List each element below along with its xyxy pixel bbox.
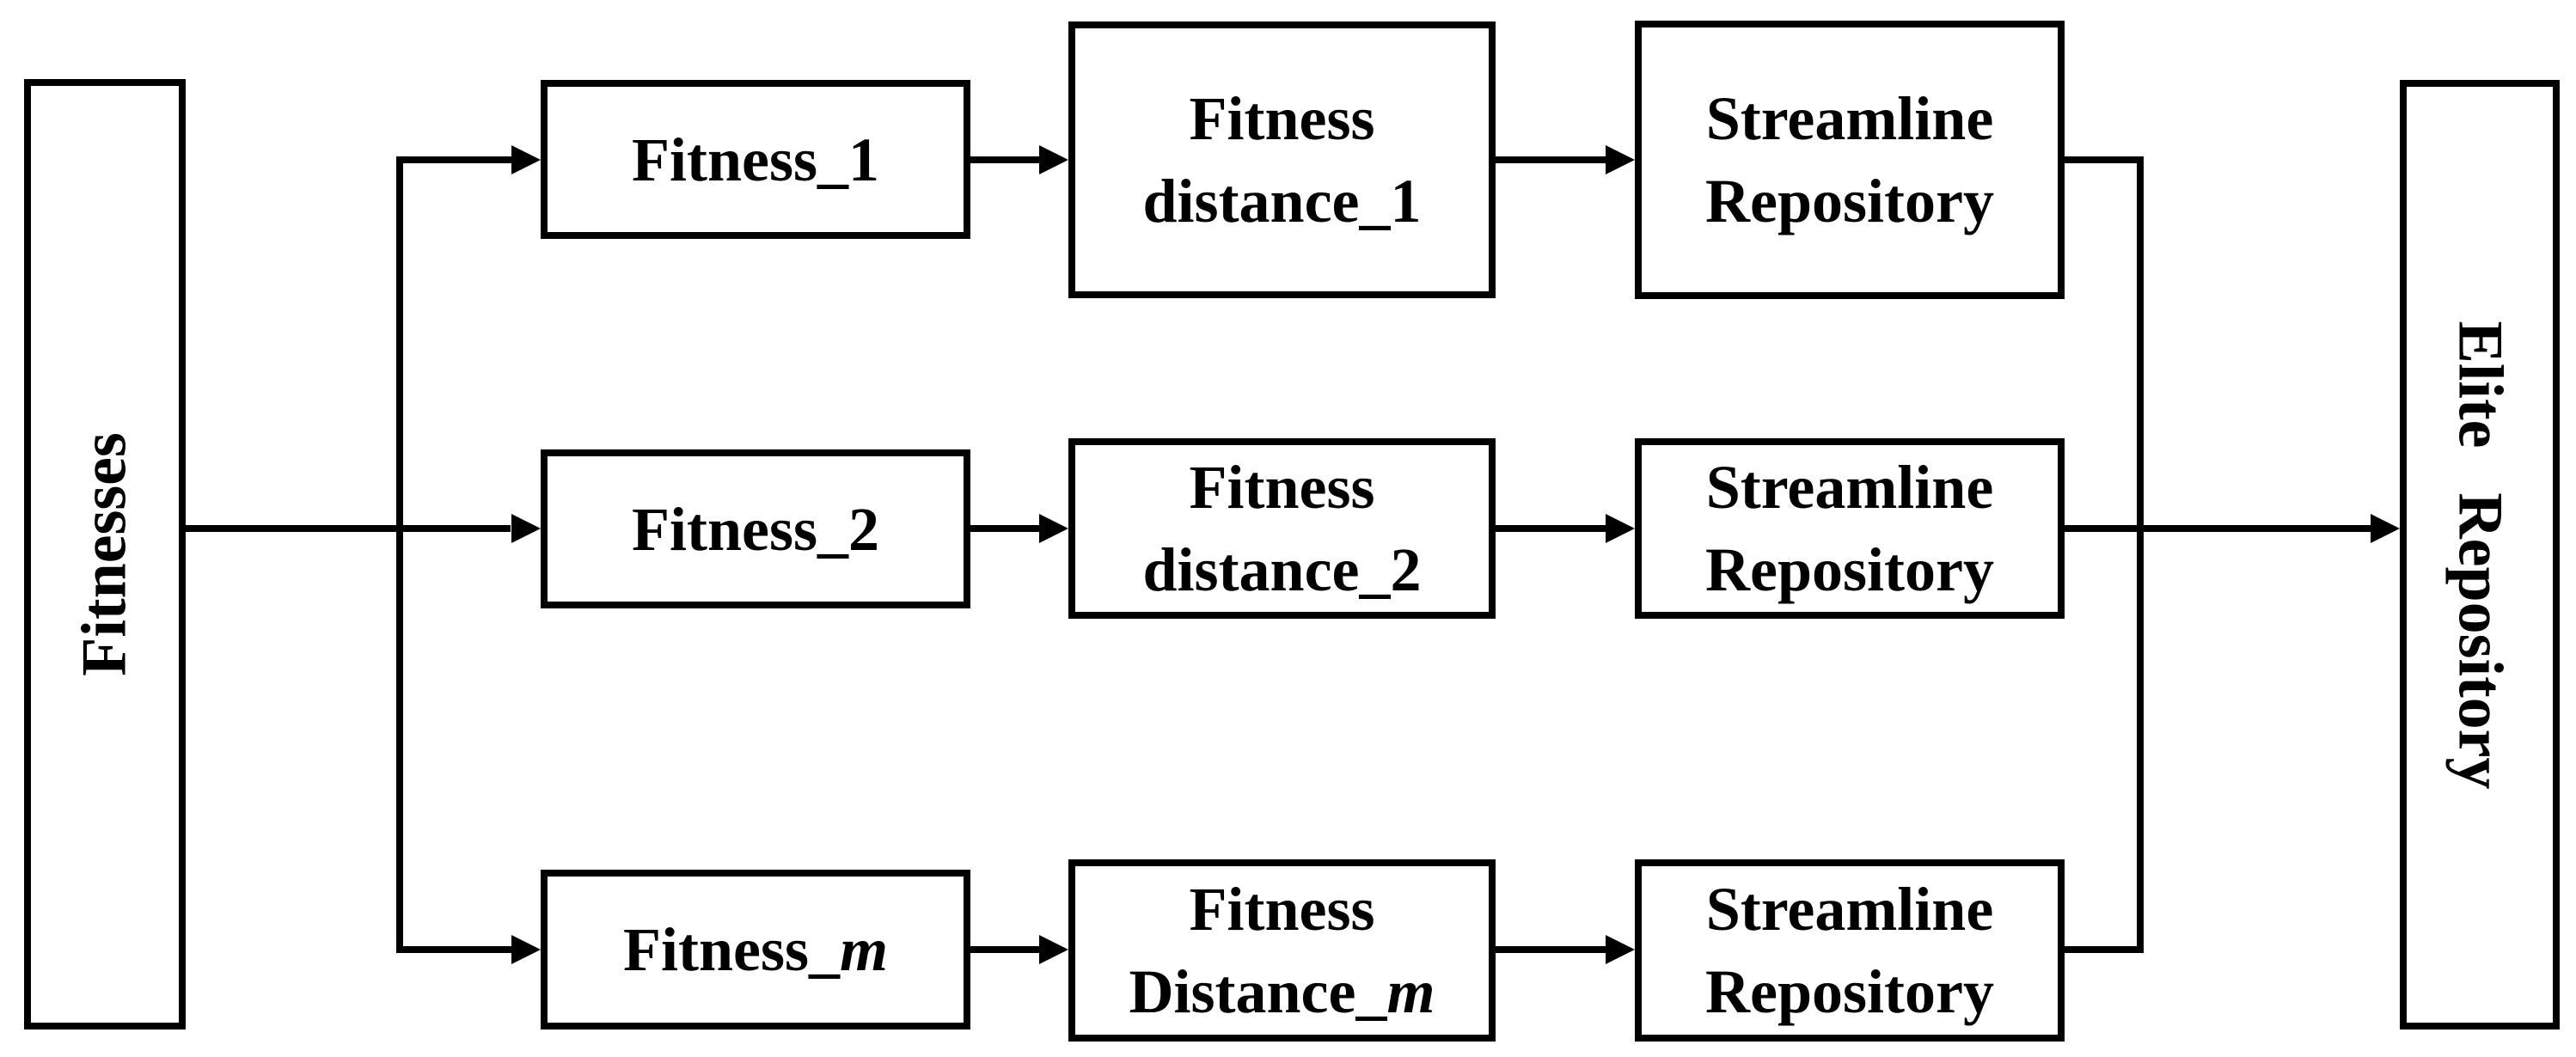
- distance-label-prefix: Distance_: [1129, 957, 1387, 1026]
- arrowhead-into-fitness-row3-icon: [511, 935, 541, 964]
- fitness-box-row1: Fitness_1: [541, 80, 970, 239]
- arrowhead-into-elite-repository-icon: [2371, 514, 2400, 543]
- connector-fitness-to-distance-row1: [970, 156, 1041, 163]
- distance-label-suffix: m: [1386, 957, 1435, 1026]
- distance-label-line2-row3: Distance_m: [1129, 950, 1435, 1033]
- arrowhead-into-distance-row1-icon: [1039, 145, 1068, 174]
- repository-label-line1-row1: Streamline: [1705, 84, 1994, 153]
- repository-label-line2-row2: Repository: [1705, 535, 1994, 604]
- connector-distance-to-repository-row3: [1496, 946, 1607, 953]
- fitness-label-row2: Fitness_2: [632, 488, 879, 571]
- fitness-distance-box-row1: Fitness distance_1: [1068, 21, 1496, 298]
- fitness-label-suffix: 1: [848, 125, 879, 194]
- connector-branch-row3: [396, 946, 513, 953]
- fitnesses-label: Fitnesses: [69, 432, 140, 676]
- connector-branch-row1: [396, 156, 513, 163]
- fitness-box-row3: Fitness_m: [541, 870, 970, 1030]
- connector-branch-vertical: [396, 156, 403, 953]
- fitness-label-row3: Fitness_m: [623, 908, 888, 991]
- fitness-box-row2: Fitness_2: [541, 449, 970, 608]
- distance-label-suffix: 2: [1390, 535, 1422, 604]
- fitness-label-suffix: 2: [848, 494, 879, 564]
- elite-repository-box: Elite Repository: [2400, 80, 2560, 1030]
- distance-label-prefix: distance_: [1142, 167, 1391, 235]
- distance-label-prefix: distance_: [1142, 535, 1391, 604]
- connector-source-trunk: [186, 525, 511, 532]
- streamline-repository-box-row3: Streamline Repository: [1635, 859, 2065, 1042]
- repository-label-line1-row3: Streamline: [1705, 875, 1994, 944]
- arrowhead-into-distance-row2-icon: [1039, 514, 1068, 543]
- connector-merge-bus-vertical: [2137, 156, 2144, 953]
- connector-distance-to-repository-row2: [1496, 525, 1607, 532]
- connector-fitness-to-distance-row2: [970, 525, 1041, 532]
- repository-label-line1-row2: Streamline: [1705, 453, 1994, 522]
- fitness-label-prefix: Fitness_: [632, 494, 848, 564]
- distance-label-line2-row1: distance_1: [1143, 160, 1422, 242]
- arrowhead-into-fitness-row1-icon: [511, 145, 541, 174]
- distance-label-line1-row3: Fitness: [1189, 875, 1375, 944]
- connector-distance-to-repository-row1: [1496, 156, 1607, 163]
- distance-label-suffix: 1: [1390, 167, 1422, 235]
- fitness-distance-box-row3: Fitness Distance_m: [1068, 859, 1496, 1042]
- repository-label-line2-row1: Repository: [1705, 167, 1994, 235]
- arrowhead-into-repository-row1-icon: [1606, 145, 1635, 174]
- fitnesses-box: Fitnesses: [24, 79, 186, 1030]
- connector-into-elite-repository: [2065, 525, 2372, 532]
- streamline-repository-box-row2: Streamline Repository: [1635, 438, 2065, 619]
- connector-repository-out-row3: [2065, 946, 2144, 953]
- connector-repository-out-row1: [2065, 156, 2144, 163]
- fitness-label-prefix: Fitness_: [632, 125, 848, 194]
- arrowhead-into-fitness-row2-icon: [511, 514, 541, 543]
- connector-fitness-to-distance-row3: [970, 946, 1041, 953]
- fitness-distance-box-row2: Fitness distance_2: [1068, 438, 1496, 619]
- distance-label-line1-row1: Fitness: [1189, 84, 1375, 153]
- repository-label-line2-row3: Repository: [1705, 957, 1994, 1026]
- arrowhead-into-repository-row3-icon: [1606, 935, 1635, 964]
- arrowhead-into-repository-row2-icon: [1606, 514, 1635, 543]
- distance-label-line2-row2: distance_2: [1143, 528, 1422, 611]
- fitness-label-row1: Fitness_1: [632, 119, 879, 201]
- streamline-repository-box-row1: Streamline Repository: [1635, 21, 2065, 299]
- distance-label-line1-row2: Fitness: [1189, 453, 1375, 522]
- elite-repository-label: Elite Repository: [2444, 320, 2516, 790]
- arrowhead-into-distance-row3-icon: [1039, 935, 1068, 964]
- fitness-label-prefix: Fitness_: [622, 915, 840, 984]
- fitness-label-suffix: m: [839, 915, 888, 984]
